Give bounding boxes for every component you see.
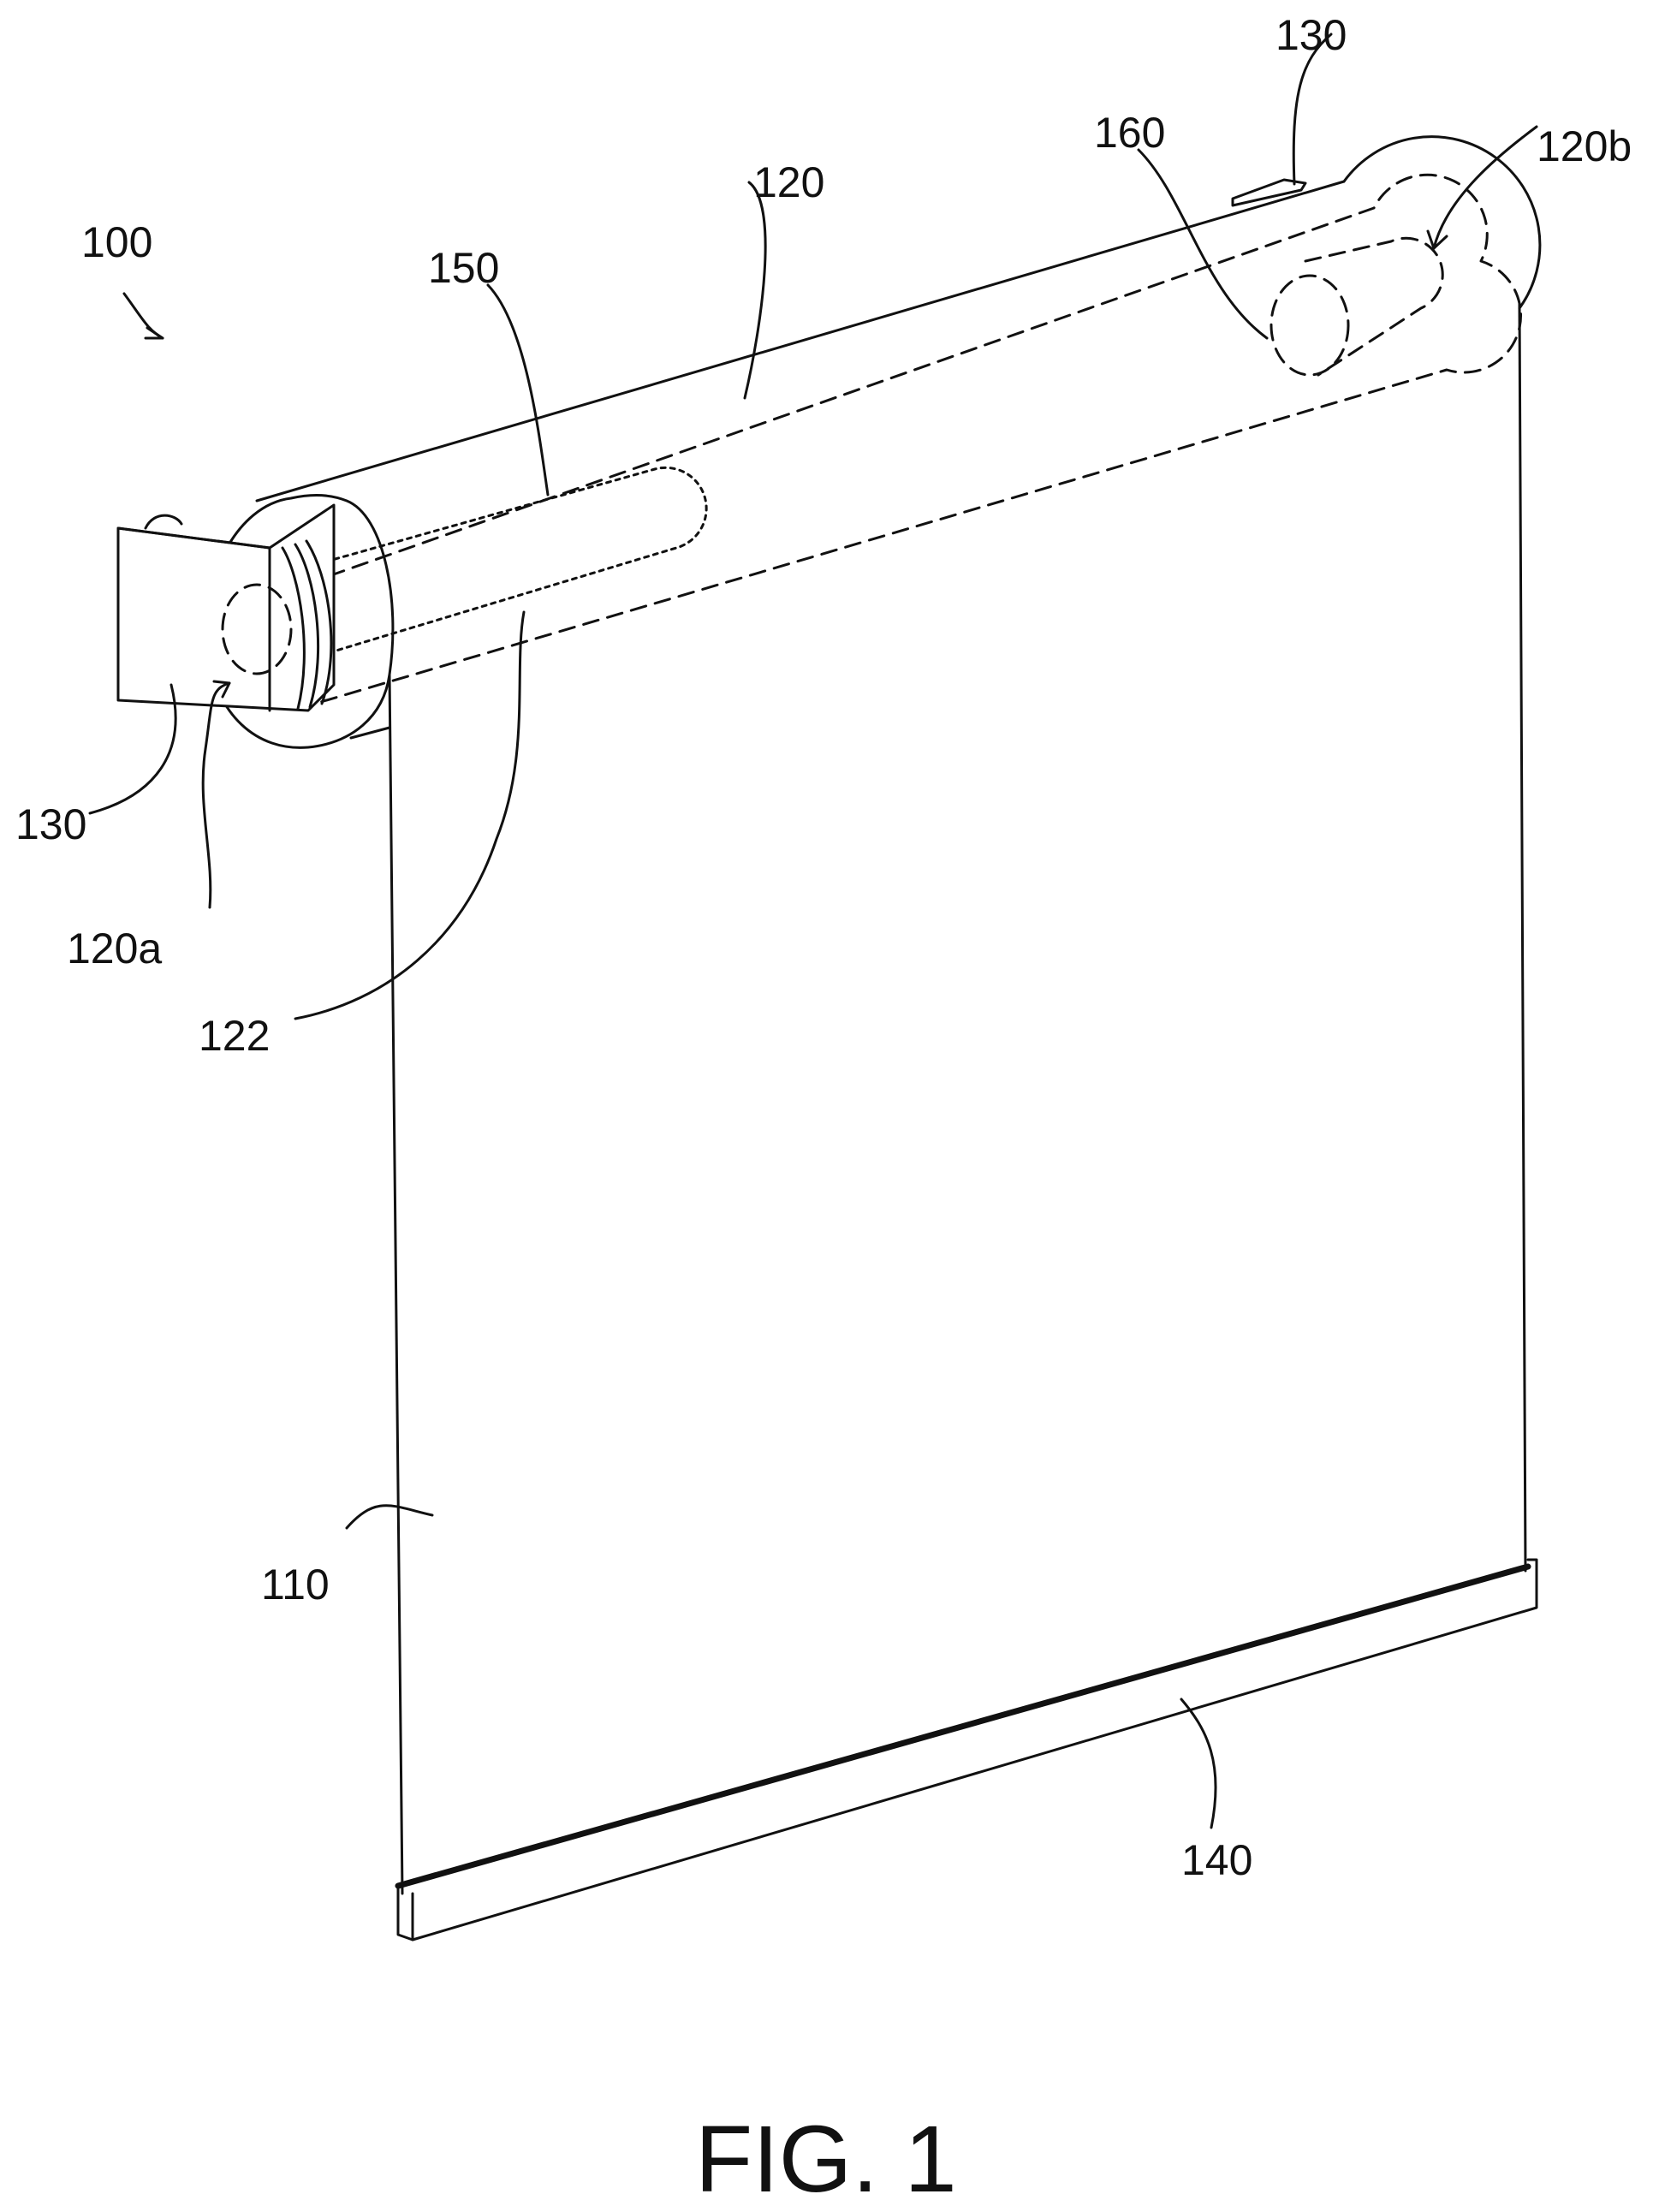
shade-fabric xyxy=(389,304,1525,1894)
label-110: 110 xyxy=(261,1561,330,1608)
label-130-top: 130 xyxy=(1275,11,1347,59)
label-120: 120 xyxy=(753,158,824,206)
label-120a: 120a xyxy=(67,925,162,972)
label-120b: 120b xyxy=(1537,122,1632,170)
label-122: 122 xyxy=(199,1012,270,1060)
label-160: 160 xyxy=(1094,109,1165,157)
label-150: 150 xyxy=(428,244,499,292)
hem-bar xyxy=(398,1560,1537,1940)
label-130-left: 130 xyxy=(15,800,86,848)
roller-tube xyxy=(206,137,1540,748)
end-plug xyxy=(1271,238,1442,375)
figure-caption: FIG. 1 xyxy=(695,2107,957,2212)
leader-lines xyxy=(90,34,1537,1828)
left-bracket xyxy=(118,505,334,711)
label-100: 100 xyxy=(81,218,152,266)
label-140: 140 xyxy=(1181,1836,1252,1884)
